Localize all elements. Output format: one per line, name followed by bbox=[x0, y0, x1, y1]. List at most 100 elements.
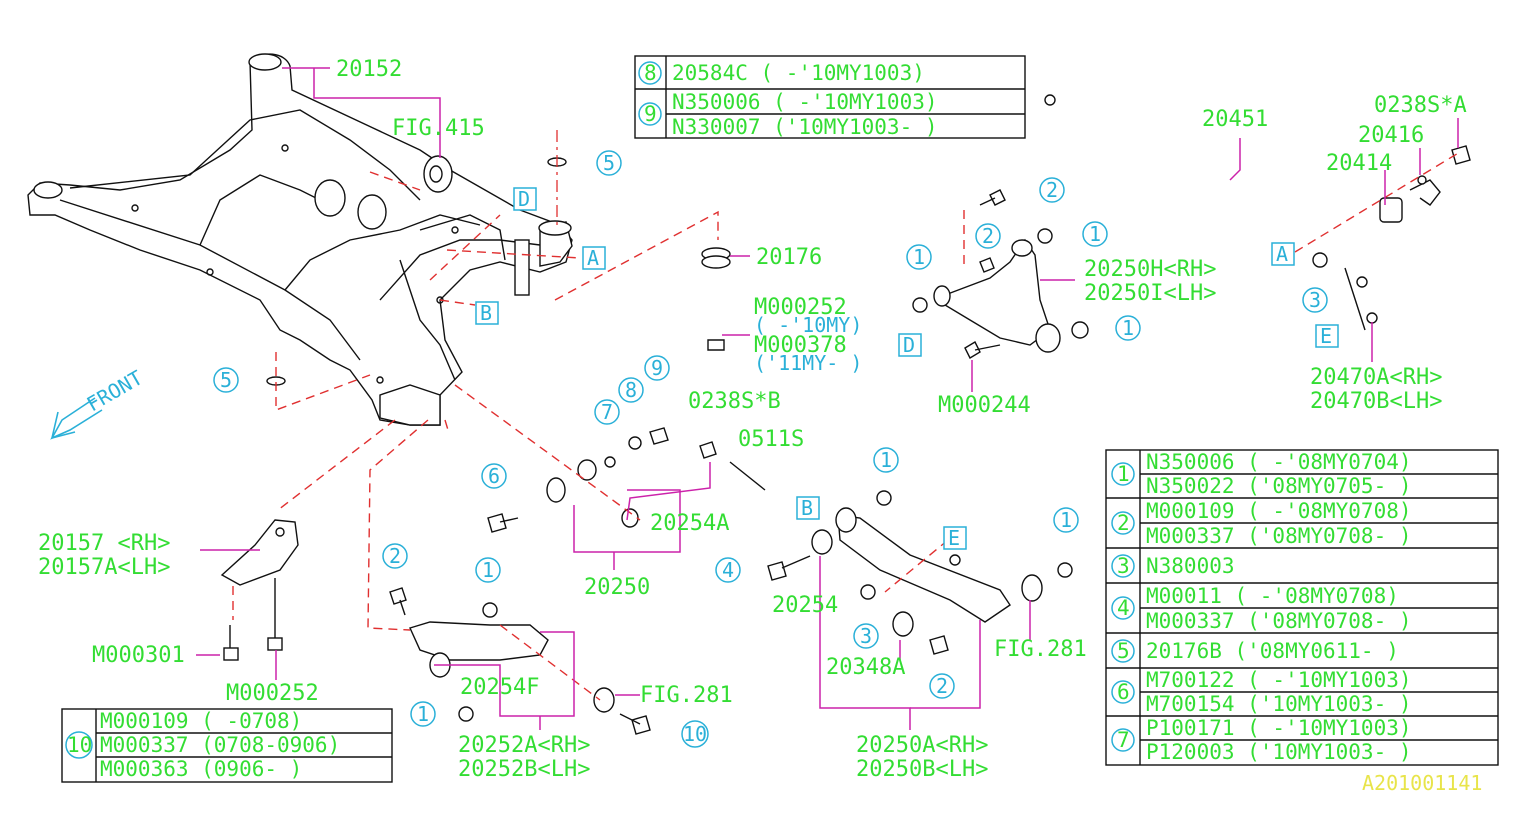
label-text: P120003 ('10MY1003- ) bbox=[1146, 740, 1412, 764]
top-table-row-9: 9 N350006 ( -'10MY1003) N330007 ('10MY10… bbox=[638, 90, 938, 139]
label-text: B bbox=[480, 301, 492, 325]
label-fig415: FIG.415 bbox=[392, 116, 485, 141]
label-fig281-a: FIG.281 bbox=[640, 683, 733, 708]
ref-circle-3-b: 3 bbox=[853, 623, 879, 649]
label-20416: 20416 bbox=[1358, 123, 1424, 148]
label-text: 10 bbox=[683, 722, 707, 746]
right-table-row-5: 5 20176B ('08MY0611- ) bbox=[1111, 639, 1399, 663]
label-text: 9 bbox=[651, 356, 663, 380]
boxed-refs: D A B D A E B E bbox=[475, 187, 1339, 550]
label-text: 5 bbox=[1117, 639, 1130, 663]
label-text: 1 bbox=[1060, 508, 1072, 532]
label-text: 3 bbox=[1309, 288, 1321, 312]
label-20254: 20254 bbox=[772, 593, 838, 618]
label-text: 1 bbox=[1122, 316, 1134, 340]
lower-arm-20250a bbox=[767, 490, 1073, 655]
circled-refs: 5 5 2 2 1 1 1 3 9 8 7 6 1 1 4 3 2 2 1 1 … bbox=[213, 150, 1328, 748]
label-text: D bbox=[518, 187, 530, 211]
label-20157: 20157 <RH> bbox=[38, 531, 170, 556]
label-text: 2 bbox=[1046, 178, 1058, 202]
right-table-row-3: 3 N380003 bbox=[1111, 554, 1235, 578]
ref-box-E-right: E bbox=[1315, 324, 1339, 348]
label-20252b: 20252B<LH> bbox=[458, 757, 590, 782]
ref-circle-1-e: 1 bbox=[1053, 507, 1079, 533]
label-m000252-a: M000252 bbox=[754, 295, 847, 320]
label-20157a: 20157A<LH> bbox=[38, 555, 170, 580]
label-text: A bbox=[1276, 242, 1288, 266]
label-20250a: 20250A<RH> bbox=[856, 733, 988, 758]
label-fig281-b: FIG.281 bbox=[994, 637, 1087, 662]
ref-circle-1-a: 1 bbox=[1082, 221, 1108, 247]
label-text: 9 bbox=[644, 102, 657, 126]
label-text: M700122 ( -'10MY1003) bbox=[1146, 668, 1412, 692]
label-text: E bbox=[948, 526, 960, 550]
label-20250h: 20250H<RH> bbox=[1084, 257, 1216, 282]
diagram-code: A201001141 bbox=[1362, 771, 1482, 795]
label-text: 5 bbox=[220, 368, 232, 392]
ref-circle-6: 6 bbox=[481, 463, 507, 489]
label-text: A bbox=[587, 246, 599, 270]
ref-box-D-top: D bbox=[513, 187, 537, 211]
upper-arm-20250h bbox=[912, 189, 1089, 359]
label-text: 7 bbox=[1117, 728, 1130, 752]
label-20470a: 20470A<RH> bbox=[1310, 365, 1442, 390]
bolt-20176 bbox=[266, 157, 731, 386]
label-m000378: M000378 bbox=[754, 333, 847, 358]
label-m000244: M000244 bbox=[938, 393, 1031, 418]
left-table-num: 10 bbox=[67, 733, 92, 757]
left-table: 10 M000109 ( -0708) M000337 (0708-0906) … bbox=[61, 708, 393, 783]
label-text: 20176B ('08MY0611- ) bbox=[1146, 639, 1399, 663]
label-text: 1 bbox=[880, 448, 892, 472]
label-text: 20584C ( -'10MY1003) bbox=[672, 61, 925, 85]
bushing-fig415 bbox=[423, 155, 453, 193]
label-text: 3 bbox=[860, 624, 872, 648]
ref-box-D-right: D bbox=[898, 333, 922, 357]
label-text: 5 bbox=[603, 151, 615, 175]
label-20348a: 20348A bbox=[826, 655, 905, 680]
label-text: 3 bbox=[1117, 554, 1130, 578]
right-table-row-4: 4 M00011 ( -'08MY0708) M000337 ('08MY070… bbox=[1111, 584, 1412, 633]
ref-circle-5-left: 5 bbox=[213, 367, 239, 393]
ref-circle-1-c: 1 bbox=[1115, 315, 1141, 341]
label-20152: 20152 bbox=[336, 57, 402, 82]
label-text: 7 bbox=[601, 400, 613, 424]
label-text: 6 bbox=[1117, 680, 1130, 704]
label-text: N350006 ( -'08MY0704) bbox=[1146, 450, 1412, 474]
label-text: 6 bbox=[488, 464, 500, 488]
label-20250b: 20250B<LH> bbox=[856, 757, 988, 782]
left-table-line-2: M000337 (0708-0906) bbox=[100, 733, 340, 757]
label-text: N350022 ('08MY0705- ) bbox=[1146, 474, 1412, 498]
label-text: P100171 ( -'10MY1003) bbox=[1146, 716, 1412, 740]
label-20252a: 20252A<RH> bbox=[458, 733, 590, 758]
label-20250i: 20250I<LH> bbox=[1084, 281, 1216, 306]
label-text: N350006 ( -'10MY1003) bbox=[672, 90, 938, 114]
front-label: FRONT bbox=[83, 365, 147, 416]
right-table-row-7: 7 P100171 ( -'10MY1003) P120003 ('10MY10… bbox=[1111, 716, 1412, 764]
leader-lines bbox=[196, 67, 1459, 730]
ref-circle-9: 9 bbox=[644, 355, 670, 381]
ref-box-B-left: B bbox=[475, 301, 499, 325]
label-text: 8 bbox=[625, 378, 637, 402]
label-text: N380003 bbox=[1146, 554, 1235, 578]
label-20250: 20250 bbox=[584, 575, 650, 600]
label-text: 1 bbox=[1117, 462, 1130, 486]
label-text: 1 bbox=[482, 558, 494, 582]
ref-box-E-lower: E bbox=[943, 526, 967, 550]
ref-box-A-right: A bbox=[1271, 242, 1295, 266]
ref-circle-10: 10 bbox=[681, 720, 709, 748]
label-m000252-b: M000252 bbox=[226, 681, 319, 706]
ref-circle-4: 4 bbox=[715, 557, 741, 583]
left-table-line-1: M000109 ( -0708) bbox=[100, 709, 302, 733]
trailing-link-20252a bbox=[389, 587, 651, 735]
label-m000378-note: ('11MY- ) bbox=[754, 351, 862, 375]
label-20414: 20414 bbox=[1326, 151, 1392, 176]
label-text: M700154 ('10MY1003- ) bbox=[1146, 692, 1412, 716]
ref-circle-3-a: 3 bbox=[1302, 287, 1328, 313]
label-20254a: 20254A bbox=[650, 511, 729, 536]
label-0238s-a: 0238S*A bbox=[1374, 93, 1467, 118]
subframe-crossmember bbox=[27, 53, 573, 426]
label-text: 1 bbox=[417, 702, 429, 726]
ref-circle-1-f: 1 bbox=[475, 557, 501, 583]
right-table-row-1: 1 N350006 ( -'08MY0704) N350022 ('08MY07… bbox=[1111, 450, 1412, 498]
